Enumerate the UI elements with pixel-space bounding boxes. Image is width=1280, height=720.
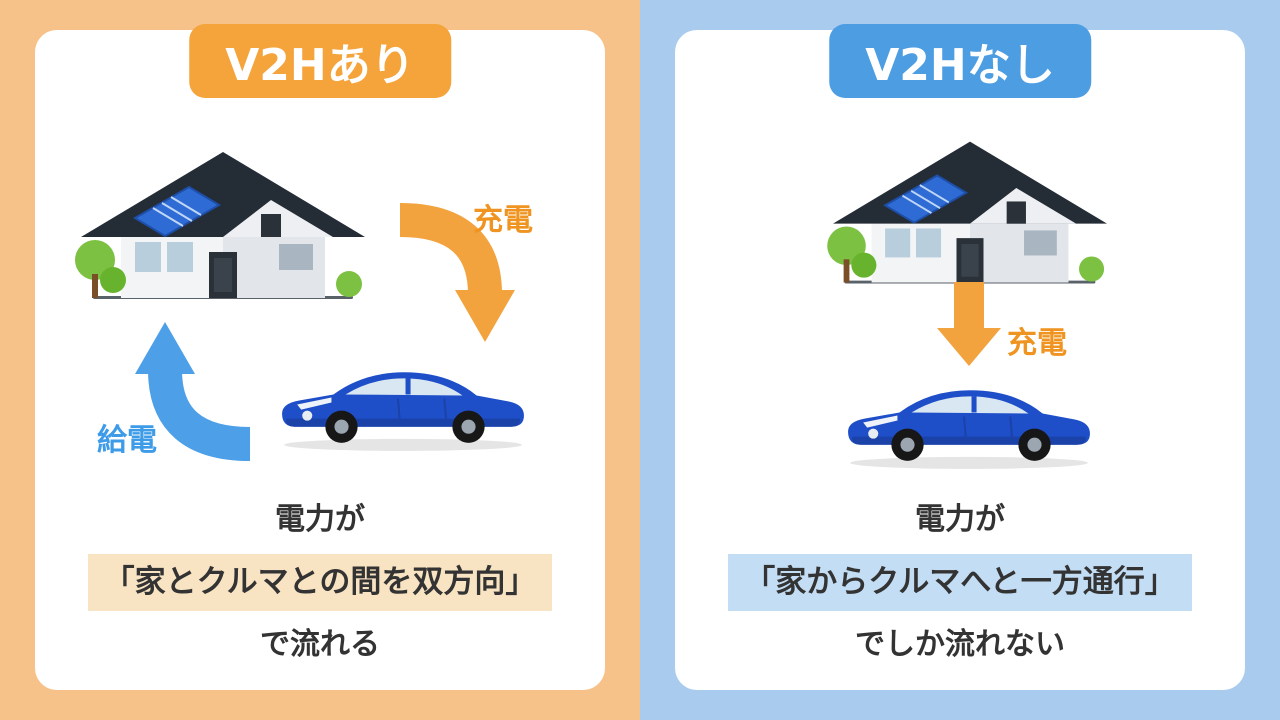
card-v2h-with: V2Hあり 充電 給電 [35,24,605,690]
supply-arrow-label-left: 給電 [97,423,157,458]
house-illustration [73,142,373,312]
panel-v2h-with: V2Hあり 充電 給電 [0,0,640,720]
caption-left: 電力が 「家とクルマとの間を双方向」 で流れる [35,502,605,663]
charge-arrow-label-left: 充電 [473,203,533,238]
panel-v2h-without: V2Hなし 充電 電力が 「家からクルマへと一方通行」 でしか流れない [640,0,1280,720]
caption-right-highlight: 「家からクルマへと一方通行」 [728,554,1192,612]
caption-right: 電力が 「家からクルマへと一方通行」 でしか流れない [675,502,1245,663]
caption-left-line3: で流れる [260,627,380,663]
panel-title-left: V2Hあり [225,40,415,91]
charge-arrow-icon [937,282,1001,366]
panel-title-right: V2Hなし [865,40,1055,91]
supply-arrow-icon [130,312,260,472]
house-illustration [825,132,1115,296]
panel-title-badge-left: V2Hあり [189,24,451,98]
panel-title-badge-right: V2Hなし [829,24,1091,98]
charge-arrow-label-right: 充電 [1007,326,1067,361]
caption-left-highlight: 「家とクルマとの間を双方向」 [87,554,553,612]
caption-right-line3: でしか流れない [855,627,1065,663]
caption-left-line1: 電力が [275,502,365,537]
car-illustration [277,342,529,453]
caption-right-line1: 電力が [915,502,1005,537]
card-v2h-without: V2Hなし 充電 電力が 「家からクルマへと一方通行」 でしか流れない [675,24,1245,690]
charge-arrow-icon [390,192,540,352]
car-illustration [843,360,1095,471]
